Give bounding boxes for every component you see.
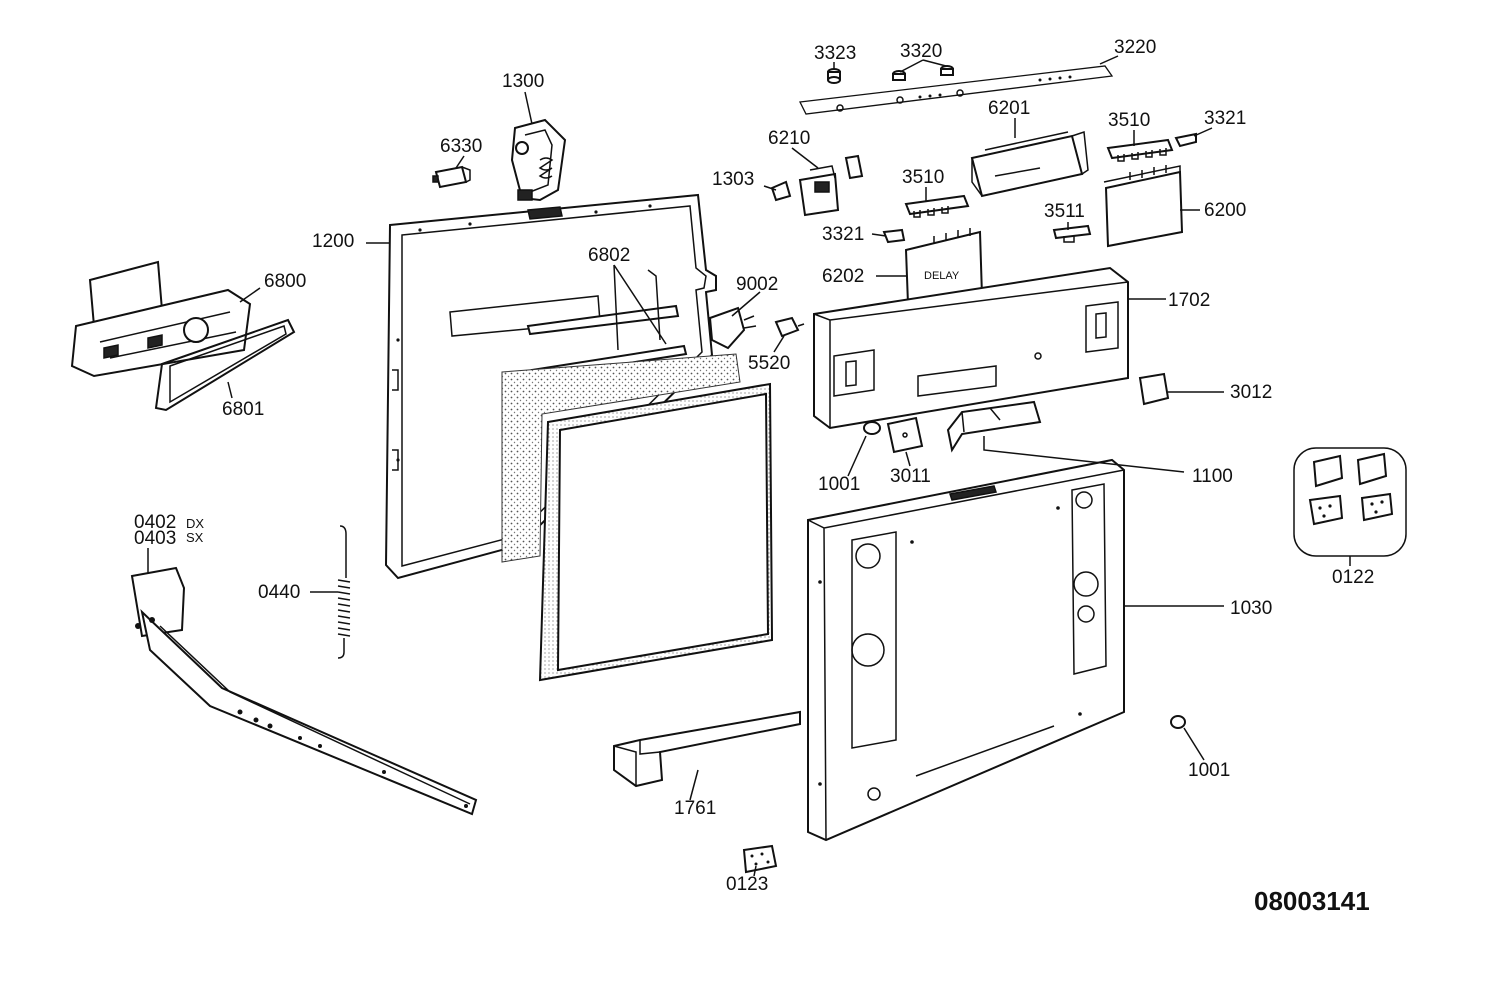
label-3012: 3012 <box>1230 382 1272 403</box>
part-labels: 3323 3320 3220 1300 6330 6210 6201 3510 … <box>134 37 1374 916</box>
part-0440-spring <box>337 525 351 659</box>
part-6200-pcb <box>1103 165 1184 248</box>
part-3510-button-strip-lower <box>904 194 970 218</box>
part-0123-bracket <box>742 844 778 874</box>
part-0402-0403-hinge <box>130 566 478 816</box>
label-3011: 3011 <box>890 466 931 487</box>
part-3321-clip-upper <box>1174 132 1197 148</box>
part-1001-knob-a <box>863 421 881 435</box>
label-1001-b: 1001 <box>1188 760 1230 781</box>
label-3511: 3511 <box>1044 201 1085 222</box>
part-1303-clip <box>770 180 792 202</box>
label-3320: 3320 <box>900 41 942 62</box>
label-3321-upper: 3321 <box>1204 108 1246 129</box>
part-insulation-block <box>538 382 774 682</box>
part-3220-top-strip <box>799 65 1114 115</box>
label-0123: 0123 <box>726 874 768 895</box>
part-1702-control-panel <box>813 266 1129 430</box>
diagram-code: 08003141 <box>1254 886 1370 916</box>
part-1100-handle <box>946 400 1042 453</box>
part-3510-button-strip-upper <box>1106 138 1174 162</box>
part-1030-outer-door <box>807 458 1125 842</box>
label-1702: 1702 <box>1168 290 1210 311</box>
label-3510-lower: 3510 <box>902 167 944 188</box>
label-1303: 1303 <box>712 169 754 190</box>
label-3323: 3323 <box>814 43 856 64</box>
part-6330-microswitch <box>432 165 471 189</box>
delay-text: DELAY <box>924 270 960 282</box>
part-3323-knob <box>827 68 841 84</box>
part-6210-module <box>798 154 864 217</box>
label-6200: 6200 <box>1204 200 1246 221</box>
label-1100: 1100 <box>1192 466 1233 487</box>
label-6800: 6800 <box>264 271 306 292</box>
part-9002-connector <box>708 306 757 350</box>
part-1300-door-latch <box>510 118 567 202</box>
label-9002: 9002 <box>736 274 778 295</box>
leader-lines <box>147 55 1351 877</box>
part-insulation-mat <box>501 353 741 563</box>
label-0402-side: DX <box>186 516 204 531</box>
part-6800-dispenser <box>70 260 252 378</box>
label-1200: 1200 <box>312 231 354 252</box>
label-0122: 0122 <box>1332 567 1374 588</box>
label-3220: 3220 <box>1114 37 1156 58</box>
part-1761-bottom-rail <box>613 710 801 788</box>
part-6801-dispenser-seal <box>154 318 296 412</box>
part-1001-knob-b <box>1170 715 1186 729</box>
label-5520: 5520 <box>748 353 790 374</box>
label-6210: 6210 <box>768 128 810 149</box>
part-3511-button <box>1052 224 1092 243</box>
part-0122-hinge-kit <box>1293 447 1407 557</box>
label-3510-upper: 3510 <box>1108 110 1150 131</box>
label-6802: 6802 <box>588 245 630 266</box>
part-5520-terminal <box>774 316 805 338</box>
label-1300: 1300 <box>502 71 544 92</box>
part-3011-cover <box>886 416 924 454</box>
label-1001-a: 1001 <box>818 474 860 495</box>
part-3012-cover <box>1138 372 1170 406</box>
label-6801: 6801 <box>222 399 264 420</box>
label-0440: 0440 <box>258 582 300 603</box>
label-6330: 6330 <box>440 136 482 157</box>
label-1030: 1030 <box>1230 598 1272 619</box>
part-3320-knobs <box>892 65 954 81</box>
label-0403-side: SX <box>186 530 204 545</box>
part-3321-clip-lower <box>882 228 906 244</box>
label-6201: 6201 <box>988 98 1030 119</box>
label-0402: 0402 <box>134 512 176 533</box>
label-1761: 1761 <box>674 798 716 819</box>
part-6201-housing <box>970 130 1089 198</box>
label-6202: 6202 <box>822 266 864 287</box>
label-0403: 0403 <box>134 528 176 549</box>
label-3321-lower: 3321 <box>822 224 864 245</box>
